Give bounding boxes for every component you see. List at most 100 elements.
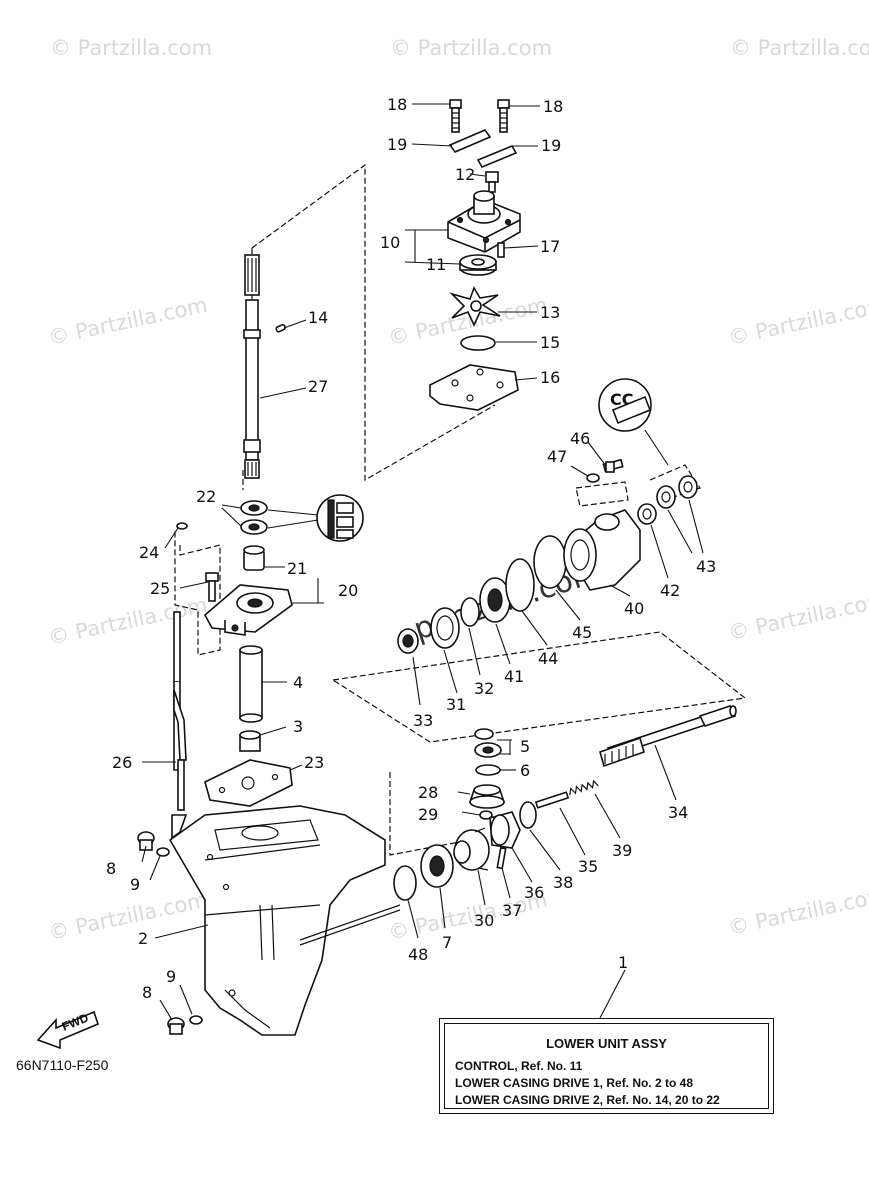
watermark: © Partzilla.com	[50, 36, 212, 60]
callout-36: 36	[524, 883, 544, 902]
callout-10: 10	[380, 233, 400, 252]
callout-23: 23	[304, 753, 324, 772]
callout-numbers: 1 2 3 4 5 6 7 8 8 9 9 10 11 12 13 14 15 …	[106, 95, 716, 1002]
callout-5: 5	[520, 737, 530, 756]
callout-16: 16	[540, 368, 560, 387]
part-pinion-28	[468, 784, 506, 809]
part-washer-31	[430, 607, 460, 649]
assembly-reference-lines: CONTROL, Ref. No. 11 LOWER CASING DRIVE …	[455, 1058, 720, 1109]
callout-9-bottom: 9	[166, 967, 176, 986]
watermark: © Partzilla.com	[726, 293, 869, 350]
callout-46: 46	[570, 429, 590, 448]
part-impeller-13	[449, 286, 501, 327]
watermark: © Partzilla.com	[46, 293, 210, 350]
callout-13: 13	[540, 303, 560, 322]
assembly-info-inner: LOWER UNIT ASSY CONTROL, Ref. No. 11 LOW…	[444, 1023, 769, 1109]
callout-11: 11	[426, 255, 446, 274]
part-oring-44	[505, 558, 535, 612]
part-gasket-23	[204, 759, 293, 807]
callout-42: 42	[660, 581, 680, 600]
part-bolt-25	[205, 572, 219, 602]
callout-35: 35	[578, 857, 598, 876]
callout-37: 37	[502, 901, 522, 920]
leader-lines	[141, 103, 704, 1021]
part-dowel-24	[176, 522, 188, 530]
part-shift-rod-26	[171, 611, 188, 840]
part-bolt-12	[485, 171, 499, 193]
callout-14: 14	[308, 308, 328, 327]
part-forward-gear-30	[453, 827, 490, 871]
callout-45: 45	[572, 623, 592, 642]
callout-2: 2	[138, 929, 148, 948]
callout-30: 30	[474, 911, 494, 930]
part-oring-45	[533, 535, 567, 589]
part-washer-9-top	[156, 847, 170, 857]
part-pin-37	[496, 846, 507, 870]
part-clutch-36	[489, 811, 521, 849]
part-washer-6	[475, 764, 501, 776]
callout-47: 47	[547, 447, 567, 466]
callout-41: 41	[504, 667, 524, 686]
watermark: © Partzilla.com	[390, 36, 552, 60]
callout-38: 38	[553, 873, 573, 892]
part-drive-shaft-27	[243, 254, 261, 479]
part-plunger-35	[534, 791, 570, 809]
part-bearing-7	[420, 844, 454, 888]
lubricant-callout-cc: CC	[598, 378, 669, 466]
part-bushing-21	[243, 545, 265, 571]
part-bolt-46	[602, 458, 624, 473]
callout-18-right: 18	[543, 97, 563, 116]
callout-19-left: 19	[387, 135, 407, 154]
part-bolt-8-top	[137, 831, 155, 851]
assembly-title: LOWER UNIT ASSY	[546, 1036, 667, 1051]
part-bolt-18-right	[497, 99, 510, 133]
callout-8-bottom: 8	[142, 983, 152, 1002]
part-propeller-shaft-34	[599, 705, 737, 768]
part-pin-14	[275, 323, 286, 333]
callout-12: 12	[455, 165, 475, 184]
part-lower-casing-2	[168, 805, 401, 1036]
callout-28: 28	[418, 783, 438, 802]
callout-15: 15	[540, 333, 560, 352]
part-oil-seal-33	[397, 628, 419, 654]
part-bearing-22	[240, 500, 268, 535]
callout-26: 26	[112, 753, 132, 772]
watermark: © Partzilla.com	[726, 883, 869, 940]
part-washer-47	[586, 473, 600, 483]
callout-1: 1	[618, 953, 628, 972]
part-gasket-16	[429, 364, 519, 411]
part-bushing-3	[239, 730, 261, 752]
part-oring-15	[460, 335, 496, 351]
part-shim-48	[393, 865, 417, 901]
callout-19-right: 19	[541, 136, 561, 155]
callout-7: 7	[442, 933, 452, 952]
callout-17: 17	[540, 237, 560, 256]
part-bolt-8-bottom	[167, 1017, 185, 1035]
part-ring-38	[519, 801, 537, 829]
part-pin-17	[497, 242, 505, 258]
callout-33: 33	[413, 711, 433, 730]
callout-31: 31	[446, 695, 466, 714]
part-pump-housing-10	[447, 190, 521, 253]
reference-line-drive-1: LOWER CASING DRIVE 1, Ref. No. 2 to 48	[455, 1076, 694, 1090]
callout-40: 40	[624, 599, 644, 618]
part-bushing-42	[637, 503, 657, 525]
callout-34: 34	[668, 803, 688, 822]
reference-line-drive-2: LOWER CASING DRIVE 2, Ref. No. 14, 20 to…	[455, 1093, 720, 1107]
part-propeller-shaft-housing-40	[563, 509, 641, 591]
callout-3: 3	[293, 717, 303, 736]
callout-29: 29	[418, 805, 438, 824]
callout-32: 32	[474, 679, 494, 698]
watermark: © Partzilla.com	[730, 36, 869, 60]
callout-9-top: 9	[130, 875, 140, 894]
part-insert-11	[459, 254, 497, 276]
watermark: © Partzilla.com	[726, 588, 869, 645]
part-washer-9-bottom	[189, 1015, 203, 1025]
callout-25: 25	[150, 579, 170, 598]
part-bushing-32	[460, 597, 480, 627]
watermark: © Partzilla.com	[46, 888, 210, 945]
callout-48: 48	[408, 945, 428, 964]
callout-44: 44	[538, 649, 558, 668]
callout-8-top: 8	[106, 859, 116, 878]
